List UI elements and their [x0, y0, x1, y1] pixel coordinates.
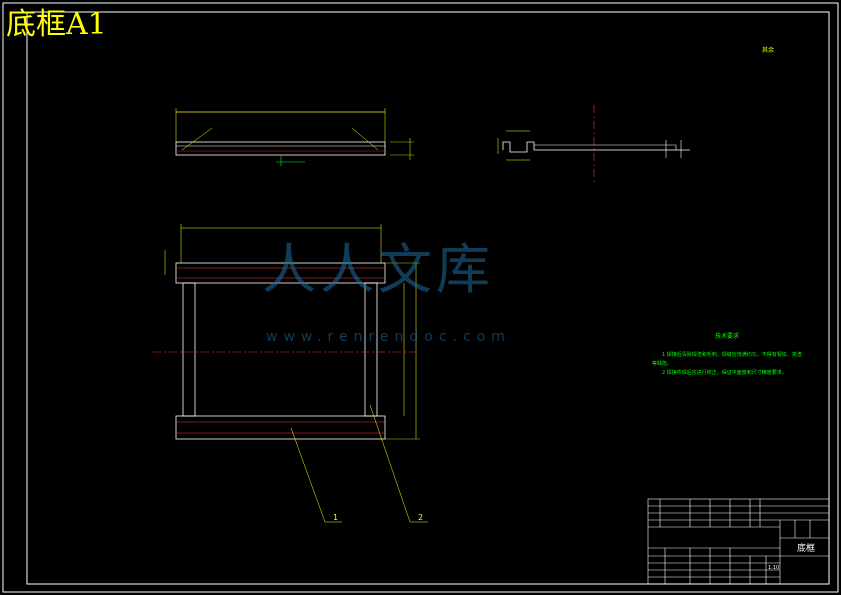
- plan-view: 1 2: [153, 224, 428, 523]
- balloon-1: 1: [333, 513, 338, 522]
- title-block-part-name: 底框: [797, 544, 816, 554]
- inner-border: [26, 11, 830, 585]
- drawing-title: 底框A1: [6, 7, 107, 42]
- technical-requirements-heading: 技术要求: [714, 333, 739, 340]
- technical-requirement-item: 2 焊接件焊后应进行校正，保证平面度和尺寸精度要求。: [662, 370, 787, 376]
- title-block: [647, 498, 830, 585]
- section-view: [497, 105, 690, 182]
- technical-requirements: 技术要求 1 焊接后清除焊渣和毛刺，焊缝应饱满均匀，不得有裂纹、夹渣等缺陷。 2…: [652, 332, 802, 378]
- watermark-text: 人人文库: [262, 238, 494, 301]
- watermark: 人人文库 www.renrendoc.com: [262, 225, 505, 345]
- watermark-url: www.renrendoc.com: [266, 329, 511, 345]
- technical-requirement-item: 1 焊接后清除焊渣和毛刺，焊缝应饱满均匀，不得有裂纹、夹渣等缺陷。: [652, 352, 802, 367]
- roughness-note: 其余: [762, 47, 775, 54]
- balloon-2: 2: [418, 513, 423, 522]
- front-view: [175, 108, 414, 166]
- title-block-scale: 1:10: [768, 565, 780, 571]
